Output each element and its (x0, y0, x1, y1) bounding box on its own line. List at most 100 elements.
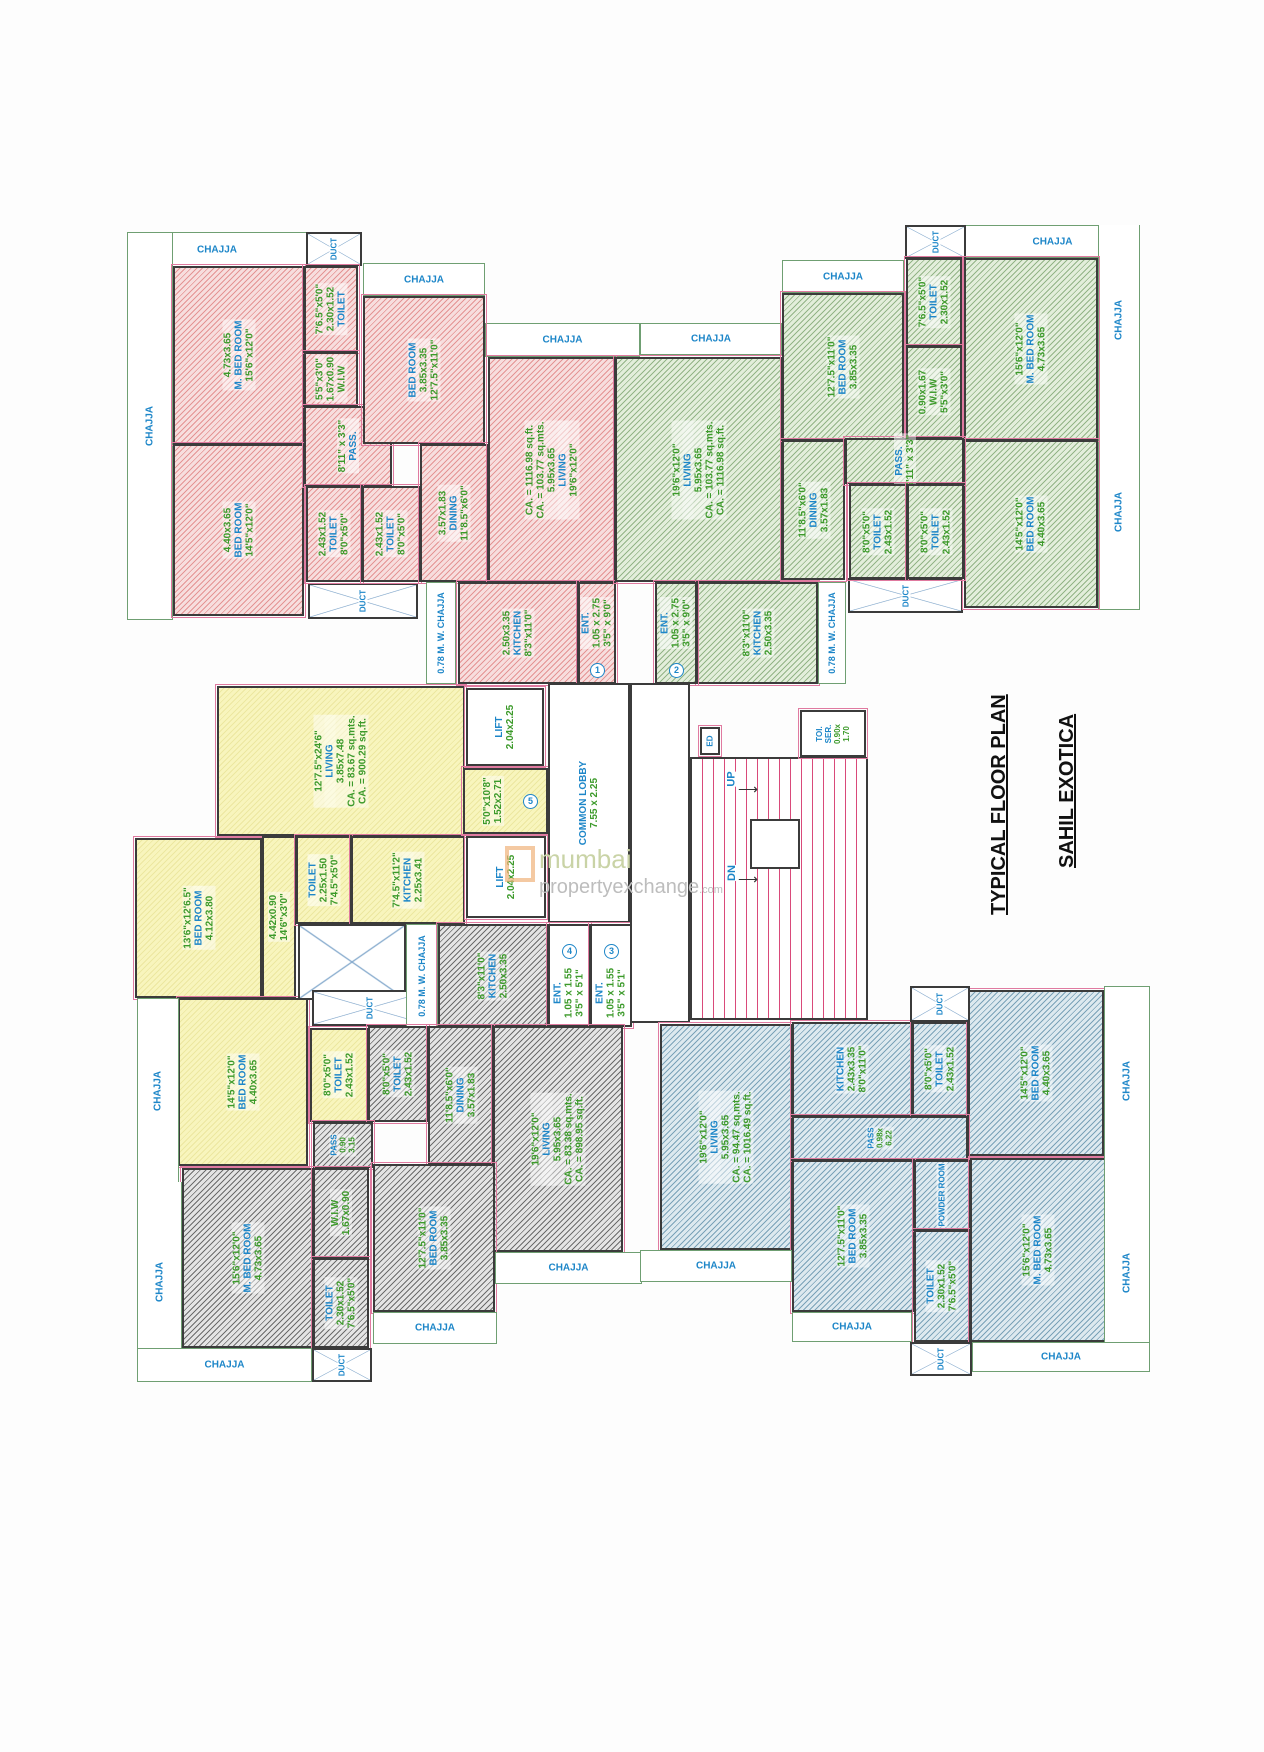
room-dimension: 19'6"x12'0" (568, 420, 579, 519)
room-name: TOILET (385, 510, 397, 558)
room-dimension: 4.73x3.65 (1036, 313, 1048, 385)
room-name: POWDER ROOM (936, 1162, 948, 1228)
room-name: ENT. (552, 967, 564, 1020)
room-dimension: 3'5" x 9'0" (681, 597, 693, 650)
room-dimension: 19'6"x12'0" (671, 420, 682, 519)
room-name: DINING (455, 1066, 466, 1124)
room-dimension: 3.85x3.35 (848, 335, 860, 398)
room-dimension: 2.04x2.25 (505, 703, 516, 751)
duct-label: DUCT (935, 991, 945, 1017)
room-dimension: 5.95x3.65 (693, 420, 704, 519)
room-dimension: 14'5"x12'0" (1019, 1044, 1031, 1102)
chajja: CHAJJA (792, 1312, 912, 1342)
room-dimension: 5'5"x3'0" (314, 355, 326, 403)
room-dimension: 4.40x3.65 (1041, 1044, 1053, 1102)
room-dimension: 1.52x2.71 (493, 776, 505, 826)
room-dimension: CA. = 898.95 sq.ft. (574, 1092, 586, 1186)
chajja-label: CHAJJA (1032, 236, 1073, 247)
room-dimension: 14'5"x12'0" (1014, 495, 1026, 553)
room-dimension: 0.98x (875, 1126, 885, 1150)
room-dimension: 5.95x3.65 (546, 420, 557, 519)
room-dimension: 19'6"x12'0" (530, 1092, 542, 1186)
room-dimension: 3.85x3.35 (418, 338, 430, 402)
room-name: BED ROOM (1030, 1044, 1042, 1102)
room-dimension: 8'11" x 3'3" (337, 418, 348, 474)
room-dimension: 1.05 x 2.75 (591, 597, 603, 650)
unit-2-pass: PASS.8'11" x 3'3" (843, 433, 966, 489)
room-name: BED ROOM (837, 335, 849, 398)
room-dimension: 0.90x1.67 (917, 368, 929, 416)
mw-chajja-label: 0.78 M. W. CHAJJA (417, 934, 427, 1017)
room-dimension: CA. = 900.29 sq.ft. (357, 714, 369, 808)
room-name: TOILET (307, 853, 318, 907)
room-name: M. BED ROOM (1032, 1214, 1044, 1286)
unit-number-badge: 3 (604, 944, 619, 959)
room-dimension: 8'0"x5'0" (923, 1045, 935, 1093)
room-dimension: 3.85x3.35 (858, 1204, 870, 1268)
room-name: DINING (448, 484, 460, 542)
room-name: TOILET (934, 1045, 946, 1093)
room-dimension: 1.05 x 1.55 (563, 967, 575, 1020)
room-name: LIVING (557, 420, 568, 519)
room-dimension: 7'6.5"x5'0" (917, 275, 929, 329)
duct: DUCT (306, 232, 362, 266)
room-dimension: W.I.W (928, 368, 940, 416)
room-name: TOILET (333, 1051, 345, 1099)
chajja: CHAJJA (1104, 1175, 1150, 1372)
chajja-label: CHAJJA (1121, 1060, 1133, 1102)
chajja-label: CHAJJA (822, 271, 864, 282)
room-dimension: 1.67x0.90 (341, 1189, 352, 1237)
room-dimension: 1.05 x 2.75 (670, 597, 682, 650)
room-dimension: 7'6.5"x5'0" (947, 1259, 959, 1313)
room-dimension: 8'0"x5'0" (339, 510, 351, 558)
room-dimension: 0.90x (833, 722, 842, 745)
room-name: PASS. (893, 433, 905, 489)
room-dimension: 3.57x1.83 (437, 484, 449, 542)
room-name: LIVING (682, 420, 693, 519)
watermark-text: propertyexchange.com (539, 874, 723, 903)
chajja: CHAJJA (640, 323, 782, 355)
chajja-label: CHAJJA (548, 1262, 589, 1274)
room-dimension: 8'3"x11'0" (476, 950, 488, 1001)
chajja-label: CHAJJA (204, 1359, 245, 1371)
room-dimension: 7'4.5"x5'0" (329, 853, 340, 907)
room-dimension: 2.30x1.52 (939, 275, 951, 329)
watermark-text: mumbai (539, 844, 632, 874)
room-dimension: 12'7.5"x11'0" (826, 335, 838, 398)
room-dimension: 12'7.5"x11'0" (836, 1204, 848, 1268)
room-name: COMMON LOBBY (578, 759, 589, 847)
chajja: CHAJJA (127, 232, 173, 620)
chajja-label: CHAJJA (414, 1322, 456, 1334)
chajja: CHAJJA (972, 1342, 1150, 1372)
chajja: CHAJJA (137, 1348, 312, 1382)
room-dimension: 2.50x3.35 (501, 608, 513, 658)
room-name: LIVING (541, 1092, 553, 1186)
room-dimension: 2.30x1.52 (335, 1276, 347, 1330)
